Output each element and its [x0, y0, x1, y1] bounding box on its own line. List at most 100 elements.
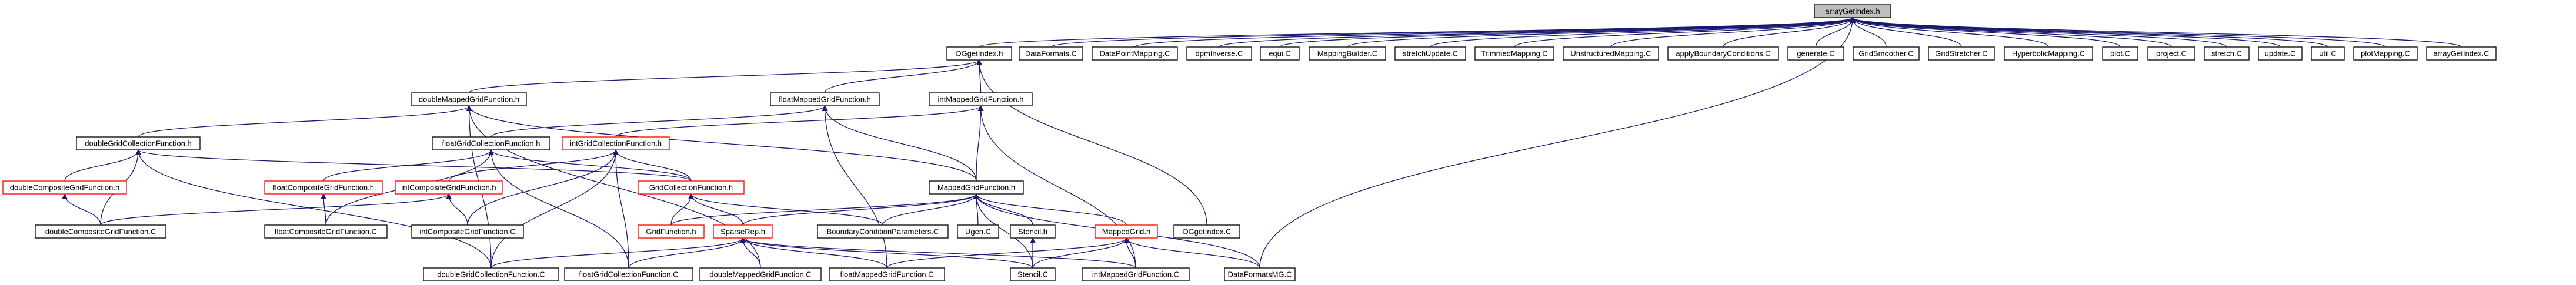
node-box [2353, 46, 2418, 61]
edge-float-mapped-grid-function-c-to-mapped-grid-h [886, 237, 1129, 269]
node-int-composite-grid-function-h[interactable]: intCompositeGridFunction.h [395, 180, 503, 195]
node-float-composite-grid-function-c[interactable]: floatCompositeGridFunction.C [264, 224, 388, 239]
node-box [1019, 46, 1083, 61]
node-array-get-index-c[interactable]: arrayGetIndex.C [2426, 46, 2497, 61]
node-project-c[interactable]: project.C [2147, 46, 2195, 61]
node-label: stretch.C [2211, 49, 2242, 58]
node-util-c[interactable]: util.C [2311, 46, 2345, 61]
edge-double-composite-grid-function-c-to-double-composite-grid-function-h [62, 193, 101, 226]
edge-double-grid-collection-function-c-to-double-grid-collection-function-h [135, 149, 492, 269]
node-box [1309, 46, 1386, 61]
edge-float-mapped-grid-function-h-to-ogget-index-h [824, 59, 982, 93]
node-data-formats-c[interactable]: DataFormats.C [1019, 46, 1083, 61]
node-plot-c[interactable]: plot.C [2102, 46, 2138, 61]
edge-double-mapped-grid-function-h-to-ogget-index-h [468, 59, 982, 93]
node-dpm-inverse-c[interactable]: dpmInverse.C [1186, 46, 1252, 61]
node-mapping-builder-c[interactable]: MappingBuilder.C [1309, 46, 1386, 61]
node-data-formats-mg-c[interactable]: DataFormatsMG.C [1224, 267, 1296, 281]
node-label: BoundaryConditionParameters.C [827, 227, 939, 236]
node-box [1394, 46, 1466, 61]
node-int-mapped-grid-function-h[interactable]: intMappedGridFunction.h [929, 92, 1033, 106]
node-grid-stretcher-c[interactable]: GridStretcher.C [1928, 46, 1995, 61]
node-label: GridFunction.h [646, 227, 696, 236]
node-box [713, 224, 773, 239]
node-double-mapped-grid-function-c[interactable]: doubleMappedGridFunction.C [699, 267, 822, 281]
edge-util-c-to-array-get-index-h [1850, 17, 2328, 48]
node-plot-mapping-c[interactable]: plotMapping.C [2353, 46, 2418, 61]
node-data-point-mapping-c[interactable]: DataPointMapping.C [1092, 46, 1178, 61]
node-float-grid-collection-function-c[interactable]: floatGridCollectionFunction.C [564, 267, 693, 281]
node-array-get-index-h[interactable]: arrayGetIndex.h [1814, 4, 1891, 18]
node-label: intMappedGridFunction.C [1092, 270, 1179, 279]
node-double-mapped-grid-function-h[interactable]: doubleMappedGridFunction.h [411, 92, 527, 106]
node-equi-c[interactable]: equi.C [1260, 46, 1300, 61]
node-stencil-c[interactable]: Stencil.C [1010, 267, 1056, 281]
node-box [1928, 46, 1995, 61]
node-double-composite-grid-function-c[interactable]: doubleCompositeGridFunction.C [35, 224, 166, 239]
node-double-grid-collection-function-c[interactable]: doubleGridCollectionFunction.C [423, 267, 559, 281]
node-double-composite-grid-function-h[interactable]: doubleCompositeGridFunction.h [2, 180, 127, 195]
node-stencil-h[interactable]: Stencil.h [1010, 224, 1056, 239]
node-grid-function-h[interactable]: GridFunction.h [638, 224, 705, 239]
edge-stretch-update-c-to-array-get-index-h [1430, 17, 1856, 48]
edge-int-grid-collection-function-h-to-int-mapped-grid-function-h [615, 105, 984, 138]
node-box [1224, 267, 1296, 281]
node-hyperbolic-mapping-c[interactable]: HyperbolicMapping.C [2004, 46, 2093, 61]
node-label: GridStretcher.C [1935, 49, 1988, 58]
node-int-grid-collection-function-h[interactable]: intGridCollectionFunction.h [562, 136, 670, 150]
edge-stretch-c-to-array-get-index-h [1850, 17, 2227, 48]
node-box [957, 224, 999, 239]
dependency-edges [62, 17, 2462, 269]
node-ogget-index-h[interactable]: OGgetIndex.h [946, 46, 1012, 61]
node-grid-collection-function-h[interactable]: GridCollectionFunction.h [638, 180, 745, 195]
node-box [699, 267, 822, 281]
node-stretch-update-c[interactable]: stretchUpdate.C [1394, 46, 1466, 61]
node-float-mapped-grid-function-c[interactable]: floatMappedGridFunction.C [829, 267, 945, 281]
node-label: project.C [2156, 49, 2187, 58]
node-mapped-grid-function-h[interactable]: MappedGridFunction.h [929, 180, 1024, 195]
edge-stencil-h-to-mapped-grid-function-h [973, 193, 1033, 226]
edge-data-formats-mg-c-to-mapped-grid-h [1123, 237, 1260, 269]
node-box [264, 224, 388, 239]
node-box [638, 224, 705, 239]
node-float-composite-grid-function-h[interactable]: floatCompositeGridFunction.h [264, 180, 383, 195]
node-label: equi.C [1269, 49, 1291, 58]
node-boundary-condition-parameters-c[interactable]: BoundaryConditionParameters.C [817, 224, 949, 239]
edge-boundary-condition-parameters-c-to-mapped-grid-function-h [882, 193, 979, 226]
node-label: intCompositeGridFunction.h [401, 183, 496, 192]
node-label: arrayGetIndex.C [2433, 49, 2489, 58]
node-box [2, 180, 127, 195]
node-double-grid-collection-function-h[interactable]: doubleGridCollectionFunction.h [76, 136, 201, 150]
node-update-c[interactable]: update.C [2258, 46, 2303, 61]
node-stretch-c[interactable]: stretch.C [2204, 46, 2250, 61]
node-int-composite-grid-function-c[interactable]: intCompositeGridFunction.C [411, 224, 524, 239]
node-generate-c[interactable]: generate.C [1787, 46, 1844, 61]
node-grid-smoother-c[interactable]: GridSmoother.C [1853, 46, 1920, 61]
node-trimmed-mapping-c[interactable]: TrimmedMapping.C [1474, 46, 1554, 61]
edge-float-grid-collection-function-h-to-float-mapped-grid-function-h [490, 105, 828, 138]
node-int-mapped-grid-function-c[interactable]: intMappedGridFunction.C [1082, 267, 1190, 281]
node-label: TrimmedMapping.C [1481, 49, 1548, 58]
node-ugen-c[interactable]: Ugen.C [957, 224, 999, 239]
node-float-mapped-grid-function-h[interactable]: floatMappedGridFunction.h [770, 92, 880, 106]
node-box [2102, 46, 2138, 61]
node-label: arrayGetIndex.h [1825, 7, 1880, 16]
node-box [2204, 46, 2250, 61]
node-sparse-rep-h[interactable]: SparseRep.h [713, 224, 773, 239]
node-mapped-grid-h[interactable]: MappedGrid.h [1095, 224, 1158, 239]
node-label: doubleMappedGridFunction.h [419, 95, 519, 104]
edge-stencil-c-to-mapped-grid-h [1032, 237, 1129, 269]
node-label: GridSmoother.C [1858, 49, 1913, 58]
edge-mapped-grid-function-h-to-double-mapped-grid-function-h [466, 105, 977, 182]
node-float-grid-collection-function-h[interactable]: floatGridCollectionFunction.h [432, 136, 550, 150]
node-label: DataFormatsMG.C [1227, 270, 1292, 279]
edge-apply-boundary-conditions-c-to-array-get-index-h [1723, 17, 1856, 48]
node-label: plotMapping.C [2361, 49, 2410, 58]
node-ogget-index-c[interactable]: OGgetIndex.C [1173, 224, 1240, 239]
node-apply-boundary-conditions-c[interactable]: applyBoundaryConditions.C [1667, 46, 1779, 61]
node-unstructured-mapping-c[interactable]: UnstructuredMapping.C [1563, 46, 1659, 61]
edge-grid-collection-function-h-to-int-grid-collection-function-h [613, 149, 692, 182]
edge-float-mapped-grid-function-c-to-float-mapped-grid-function-h [822, 105, 887, 269]
edge-grid-collection-function-h-to-double-grid-collection-function-h [135, 149, 692, 182]
